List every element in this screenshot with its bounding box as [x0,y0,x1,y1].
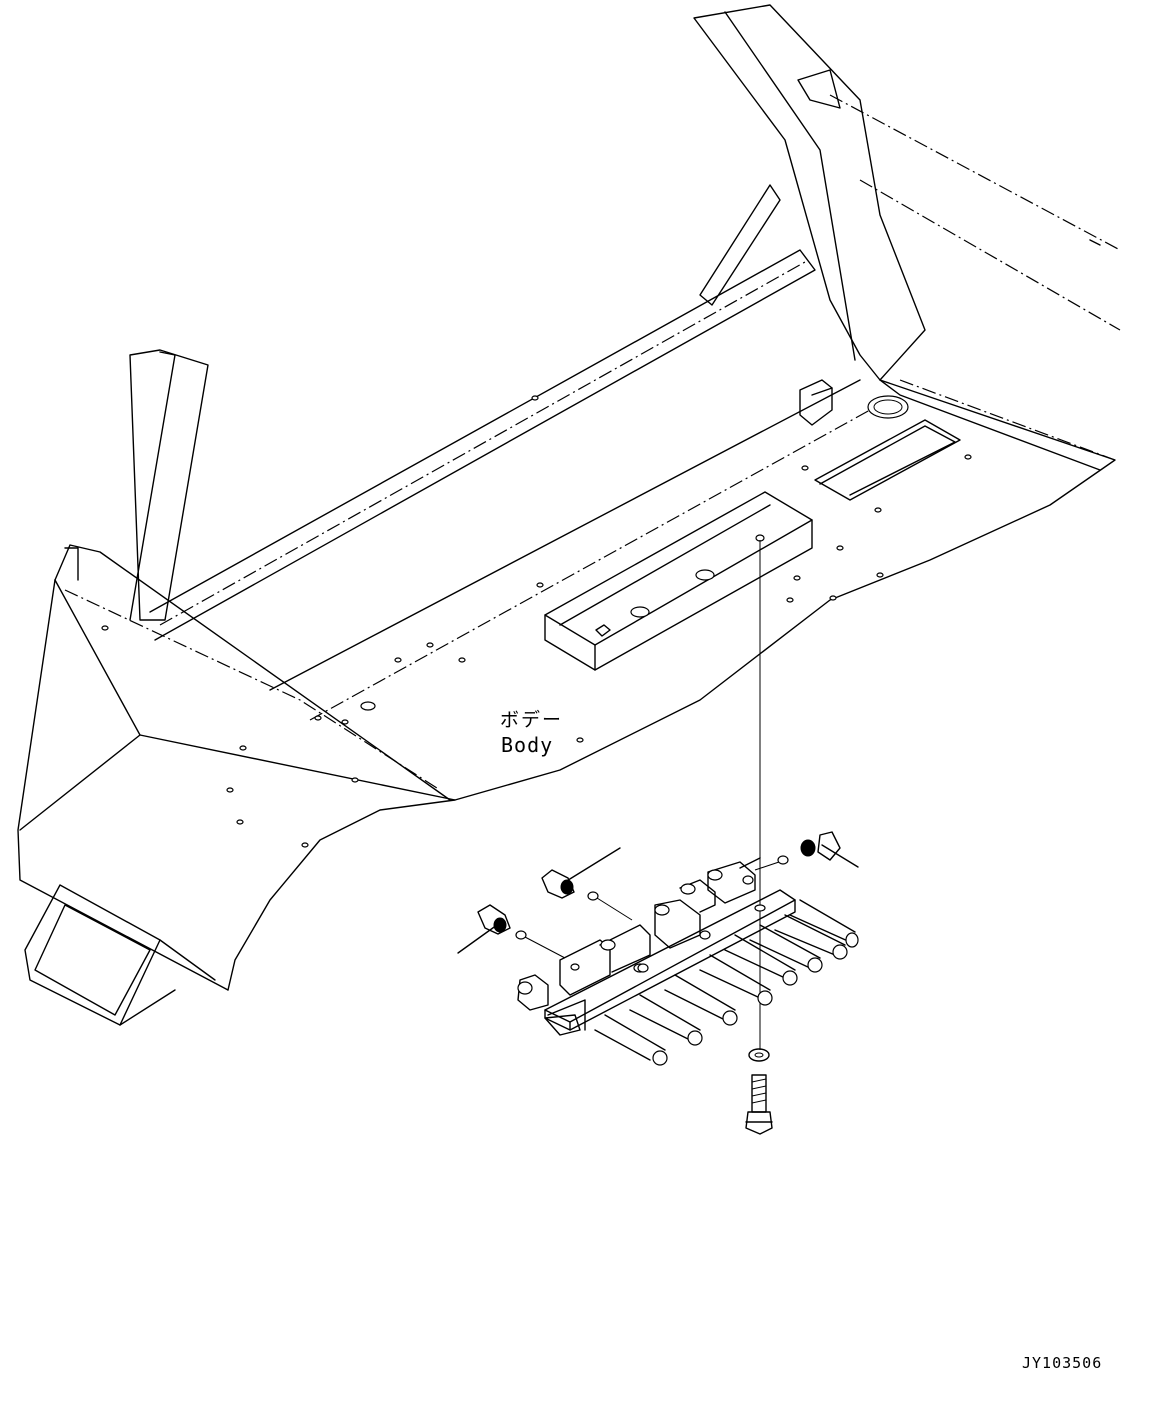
body-frame [17,4,1121,1026]
deck-details [101,379,972,848]
drawing-number: JY103506 [1022,1354,1103,1372]
body-label-japanese: ボデー [500,709,564,731]
manifold-pipes [594,899,859,1066]
fitting-center [541,847,633,921]
fitting-right [754,831,859,871]
fitting-left [457,904,566,959]
washer [748,1048,770,1062]
manifold-assembly [517,857,859,1066]
bolt [745,1074,773,1135]
body-label-english: Body [501,733,554,757]
